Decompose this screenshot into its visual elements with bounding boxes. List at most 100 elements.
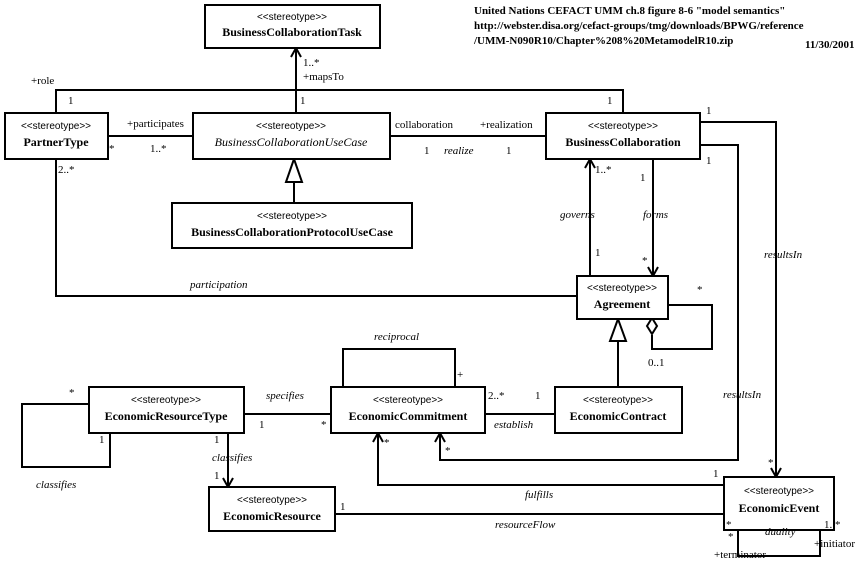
stereotype-label: <<stereotype>> xyxy=(257,211,327,222)
realization-label: +realization xyxy=(480,119,533,131)
resultsin-top-label: resultsIn xyxy=(764,249,803,261)
aggregation-diamond xyxy=(645,316,659,336)
class-economic-event[interactable]: <<stereotype>> EconomicEvent xyxy=(723,476,835,531)
header-date: 11/30/2001 xyxy=(805,39,855,51)
class-name: BusinessCollaborationProtocolUseCase xyxy=(191,225,393,239)
stereotype-label: <<stereotype>> xyxy=(587,283,657,294)
stereotype-label: <<stereotype>> xyxy=(588,121,658,132)
governs-multiplicity-1star: 1..* xyxy=(595,164,612,176)
classifies-multiplicity-1b: 1 xyxy=(214,470,220,482)
participation-line xyxy=(55,159,577,297)
agreement-self-multiplicity-01: 0..1 xyxy=(648,357,665,369)
fulfills-multiplicity-star: * xyxy=(384,437,390,449)
collaboration-label: collaboration xyxy=(395,119,454,131)
classifies-self-multiplicity-1: 1 xyxy=(99,434,105,446)
classifies-self-label: classifies xyxy=(36,479,76,491)
duality-multiplicity-1star: 1..* xyxy=(824,519,841,531)
establish-multiplicity-1: 1 xyxy=(535,390,541,402)
duality-line xyxy=(737,530,821,557)
generalization-triangle-usecase xyxy=(284,155,304,183)
stereotype-label: <<stereotype>> xyxy=(583,395,653,406)
mapsto-label: +mapsTo xyxy=(303,71,344,83)
role-multiplicity-mid: 1 xyxy=(300,95,306,107)
header-title: United Nations CEFACT UMM ch.8 figure 8-… xyxy=(474,5,785,17)
generalization-triangle-agreement xyxy=(608,316,628,342)
class-name: EconomicCommitment xyxy=(349,409,468,423)
resultsin-low-multiplicity-star: * xyxy=(445,445,451,457)
classifies-label: classifies xyxy=(212,452,252,464)
classifies-multiplicity-1: 1 xyxy=(214,434,220,446)
class-name: EconomicResourceType xyxy=(105,409,229,423)
class-name: EconomicEvent xyxy=(739,501,820,515)
class-business-collaboration[interactable]: <<stereotype>> BusinessCollaboration xyxy=(545,112,701,160)
specifies-multiplicity-star: * xyxy=(321,419,327,431)
resourceflow-multiplicity-1: 1 xyxy=(340,501,346,513)
agreement-self-line xyxy=(651,304,713,350)
class-business-collaboration-protocol-use-case[interactable]: <<stereotype>> BusinessCollaborationProt… xyxy=(171,202,413,249)
class-name: BusinessCollaborationTask xyxy=(222,25,362,39)
specifies-label: specifies xyxy=(266,390,304,402)
governs-multiplicity-1: 1 xyxy=(595,247,601,259)
forms-multiplicity-1: 1 xyxy=(640,172,646,184)
header-url-2: /UMM-N090R10/Chapter%208%20MetamodelR10.… xyxy=(473,35,733,47)
realize-label: realize xyxy=(444,145,474,157)
stereotype-label: <<stereotype>> xyxy=(256,121,326,132)
participation-label: participation xyxy=(189,279,248,291)
stereotype-label: <<stereotype>> xyxy=(131,395,201,406)
establish-multiplicity-2star: 2..* xyxy=(488,390,505,402)
stereotype-label: <<stereotype>> xyxy=(21,121,91,132)
event-multiplicity-star: * xyxy=(768,457,774,469)
class-name: PartnerType xyxy=(23,135,89,149)
realize-multiplicity-right: 1 xyxy=(506,145,512,157)
role-association-line xyxy=(55,89,624,113)
stereotype-label: <<stereotype>> xyxy=(237,495,307,506)
realize-multiplicity-left: 1 xyxy=(424,145,430,157)
classifies-self-line xyxy=(21,403,111,468)
role-multiplicity-left: 1 xyxy=(68,95,74,107)
resourceflow-multiplicity-star: * xyxy=(726,519,732,531)
forms-label: forms xyxy=(643,209,668,221)
forms-multiplicity-star: * xyxy=(642,255,648,267)
duality-label: duality xyxy=(765,526,796,538)
reciprocal-line xyxy=(342,348,456,392)
class-economic-contract[interactable]: <<stereotype>> EconomicContract xyxy=(554,386,683,434)
governs-label: governs xyxy=(560,209,595,221)
class-business-collaboration-use-case[interactable]: <<stereotype>> BusinessCollaborationUseC… xyxy=(192,112,391,160)
resultsin-top-multiplicity-1: 1 xyxy=(706,105,712,117)
participates-multiplicity-star: * xyxy=(109,143,115,155)
resultsin-low-multiplicity-1: 1 xyxy=(713,468,719,480)
class-economic-resource-type[interactable]: <<stereotype>> EconomicResourceType xyxy=(88,386,245,434)
class-name: BusinessCollaboration xyxy=(565,135,681,149)
class-agreement[interactable]: <<stereotype>> Agreement xyxy=(576,275,669,320)
class-name: Agreement xyxy=(594,297,650,311)
specifies-multiplicity-1: 1 xyxy=(259,419,265,431)
header-url-1: http://webster.disa.org/cefact-groups/tm… xyxy=(474,20,804,32)
reciprocal-plus: + xyxy=(457,369,463,381)
class-partner-type[interactable]: <<stereotype>> PartnerType xyxy=(4,112,109,160)
duality-multiplicity-star: * xyxy=(728,531,734,543)
partner-multiplicity-2star: 2..* xyxy=(58,164,75,176)
classifies-self-multiplicity-star: * xyxy=(69,387,75,399)
class-name: EconomicResource xyxy=(223,509,321,523)
class-name: BusinessCollaborationUseCase xyxy=(215,135,368,149)
fulfills-line xyxy=(377,433,724,486)
resourceflow-label: resourceFlow xyxy=(495,519,556,531)
stereotype-label: <<stereotype>> xyxy=(744,486,814,497)
resultsin-low-line xyxy=(439,144,739,461)
class-economic-commitment[interactable]: <<stereotype>> EconomicCommitment xyxy=(330,386,486,434)
establish-label: establish xyxy=(494,419,534,431)
agreement-self-multiplicity-star: * xyxy=(697,284,703,296)
terminator-label: +terminator xyxy=(714,549,766,561)
fulfills-label: fulfills xyxy=(525,489,553,501)
class-economic-resource[interactable]: <<stereotype>> EconomicResource xyxy=(208,486,336,532)
class-name: EconomicContract xyxy=(570,409,667,423)
role-multiplicity-right: 1 xyxy=(607,95,613,107)
role-label: +role xyxy=(31,75,54,87)
initiator-label: +initiator xyxy=(814,538,855,550)
resultsin-top-line xyxy=(700,121,777,477)
businesscollaboration-multiplicity-1: 1 xyxy=(706,155,712,167)
class-business-collaboration-task[interactable]: <<stereotype>> BusinessCollaborationTask xyxy=(204,4,381,49)
reciprocal-label: reciprocal xyxy=(374,331,419,343)
